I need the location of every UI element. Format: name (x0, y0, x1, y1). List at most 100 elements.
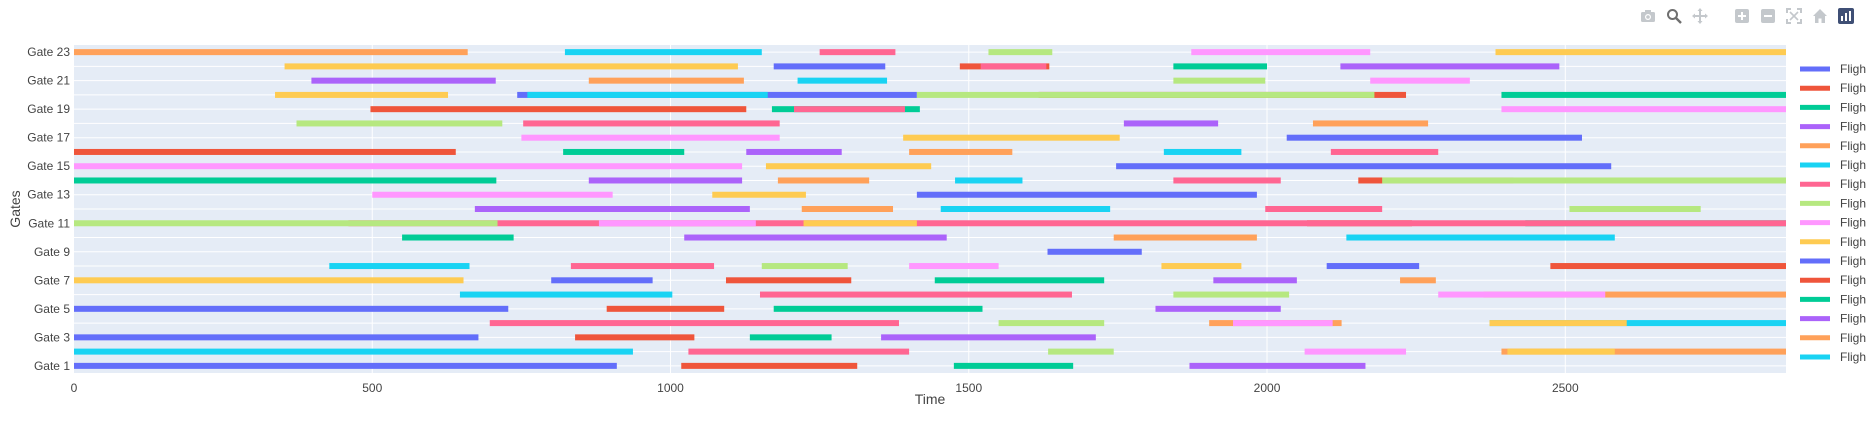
gantt-bar[interactable] (1438, 291, 1606, 298)
gantt-bar[interactable] (348, 220, 1786, 227)
gantt-bar[interactable] (1265, 206, 1383, 212)
legend-item[interactable]: Flight AFR14XQ (1800, 139, 1866, 153)
gantt-bar[interactable] (681, 362, 858, 369)
gantt-bar[interactable] (1113, 234, 1257, 241)
gantt-bar[interactable] (523, 120, 780, 127)
gantt-bar[interactable] (275, 91, 449, 98)
gantt-bar[interactable] (940, 206, 1111, 212)
gantt-bar[interactable] (988, 49, 1053, 56)
gantt-bar[interactable] (725, 277, 852, 284)
gantt-bar[interactable] (588, 177, 743, 184)
gantt-bar[interactable] (1047, 248, 1142, 255)
gantt-bar[interactable] (74, 277, 464, 284)
gantt-bar[interactable] (1370, 77, 1470, 84)
reset-axes-icon[interactable] (1810, 6, 1830, 26)
gantt-bar[interactable] (759, 291, 1072, 298)
gantt-bar[interactable] (588, 77, 744, 84)
legend-item[interactable]: Flight AFR1084 (1800, 254, 1866, 268)
gantt-bar[interactable] (761, 263, 848, 270)
legend-item[interactable]: Flight AFR1891 (1800, 350, 1866, 364)
gantt-bar[interactable] (296, 120, 503, 127)
gantt-bar[interactable] (712, 191, 806, 198)
gantt-bar[interactable] (1173, 291, 1290, 298)
gantt-bar[interactable] (1233, 320, 1333, 327)
gantt-bar[interactable] (521, 134, 780, 141)
gantt-bar[interactable] (773, 305, 983, 312)
gantt-bar[interactable] (1400, 277, 1436, 284)
gantt-bar[interactable] (980, 63, 1047, 70)
gantt-bar[interactable] (1340, 63, 1560, 70)
gantt-bar[interactable] (1155, 305, 1281, 312)
gantt-bar[interactable] (1173, 77, 1266, 84)
legend-item[interactable]: Flight AFR1464 (1800, 62, 1866, 76)
gantt-bar[interactable] (1173, 63, 1268, 70)
gantt-bar[interactable] (1501, 106, 1786, 113)
camera-icon[interactable] (1638, 6, 1658, 26)
gantt-bar[interactable] (909, 263, 999, 270)
legend-item[interactable]: Flight AFR1753 (1800, 120, 1866, 134)
gantt-bar[interactable] (1501, 91, 1786, 98)
gantt-bar[interactable] (575, 334, 695, 341)
gantt-bar[interactable] (459, 291, 673, 298)
gantt-bar[interactable] (311, 77, 496, 84)
zoom-in-icon[interactable] (1732, 6, 1752, 26)
legend-item[interactable]: Flight AFR13BE (1800, 216, 1866, 230)
gantt-bar[interactable] (955, 177, 1023, 184)
gantt-bar[interactable] (998, 320, 1105, 327)
gantt-bar[interactable] (606, 305, 725, 312)
gantt-bar[interactable] (1495, 49, 1786, 56)
gantt-bar[interactable] (1501, 348, 1786, 355)
gantt-bar[interactable] (551, 277, 653, 284)
gantt-bar[interactable] (74, 148, 456, 155)
gantt-bar[interactable] (563, 148, 685, 155)
gantt-bar[interactable] (1213, 277, 1297, 284)
gantt-bar[interactable] (74, 49, 468, 56)
gantt-bar[interactable] (1163, 148, 1242, 155)
gantt-bar[interactable] (684, 234, 947, 241)
gantt-bar[interactable] (474, 206, 750, 212)
legend-item[interactable]: Flight AFR1085 (1800, 312, 1866, 326)
gantt-bar[interactable] (74, 163, 743, 170)
gantt-bar[interactable] (402, 234, 514, 241)
gantt-bar[interactable] (749, 334, 832, 341)
gantt-bar[interactable] (1382, 177, 1786, 184)
gantt-bar[interactable] (1550, 263, 1786, 270)
gantt-bar[interactable] (909, 148, 1013, 155)
gantt-bar[interactable] (953, 362, 1074, 369)
gantt-bar[interactable] (74, 220, 498, 227)
legend-item[interactable]: Flight ROT381R (1800, 292, 1866, 306)
autoscale-icon[interactable] (1784, 6, 1804, 26)
legend-item[interactable]: Flight AFR17JA (1800, 331, 1866, 345)
gantt-bar[interactable] (777, 177, 870, 184)
gantt-bar[interactable] (1569, 206, 1701, 212)
gantt-bar[interactable] (916, 91, 1375, 98)
gantt-bar[interactable] (1312, 120, 1429, 127)
gantt-bar[interactable] (1304, 348, 1407, 355)
legend-item[interactable]: Flight AFR1044 (1800, 158, 1866, 172)
gantt-bar[interactable] (1330, 148, 1439, 155)
gantt-bar[interactable] (372, 191, 613, 198)
gantt-bar[interactable] (74, 305, 509, 312)
gantt-bar[interactable] (765, 163, 932, 170)
gantt-bar[interactable] (803, 220, 917, 227)
gantt-bar[interactable] (819, 49, 896, 56)
gantt-bar[interactable] (793, 106, 905, 113)
gantt-bar[interactable] (1189, 362, 1366, 369)
legend-item[interactable]: Flight AFR1621 (1800, 235, 1866, 249)
gantt-bar[interactable] (329, 263, 470, 270)
gantt-bar[interactable] (74, 177, 497, 184)
gantt-bar[interactable] (1483, 291, 1786, 298)
legend-item[interactable]: Flight AFR13CK (1800, 273, 1866, 287)
gantt-bar[interactable] (74, 334, 479, 341)
gantt-bar[interactable] (797, 77, 888, 84)
gantt-bar[interactable] (1489, 320, 1786, 327)
gantt-bar[interactable] (1048, 348, 1114, 355)
pan-icon[interactable] (1690, 6, 1710, 26)
gantt-bar[interactable] (1489, 320, 1627, 327)
gantt-bar[interactable] (1116, 163, 1612, 170)
gantt-bar[interactable] (564, 49, 762, 56)
gantt-bar[interactable] (881, 334, 1096, 341)
legend-item[interactable]: Flight ROT383 (1800, 196, 1866, 210)
gantt-bar[interactable] (527, 91, 768, 98)
legend-item[interactable]: Flight AFR18SZ (1800, 100, 1866, 114)
